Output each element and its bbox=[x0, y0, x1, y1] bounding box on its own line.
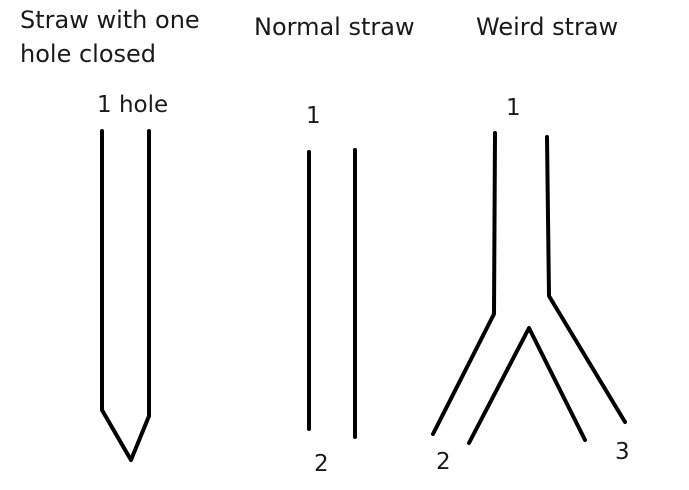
closed-straw-hole-label: 1 hole bbox=[97, 92, 169, 118]
normal-straw-hole-2-label: 2 bbox=[314, 451, 329, 477]
closed-straw-title-line1: Straw with one bbox=[20, 6, 200, 34]
normal-straw bbox=[307, 148, 357, 439]
closed-straw bbox=[100, 129, 151, 462]
closed-straw-title-line2: hole closed bbox=[20, 40, 157, 68]
normal-straw-title: Normal straw bbox=[254, 13, 415, 41]
weird-straw-hole-1-label: 1 bbox=[506, 95, 521, 121]
weird-straw-title: Weird straw bbox=[476, 13, 619, 41]
weird-straw bbox=[431, 131, 627, 445]
closed-straw-sealed-end bbox=[100, 408, 151, 462]
weird-straw-hole-2-label: 2 bbox=[436, 449, 451, 475]
weird-straw-inner-fork bbox=[467, 326, 587, 445]
weird-straw-hole-3-label: 3 bbox=[615, 439, 630, 465]
normal-straw-hole-1-label: 1 bbox=[306, 103, 321, 129]
weird-straw-outer-right-wall bbox=[545, 135, 627, 424]
weird-straw-outer-left-wall bbox=[431, 131, 497, 436]
